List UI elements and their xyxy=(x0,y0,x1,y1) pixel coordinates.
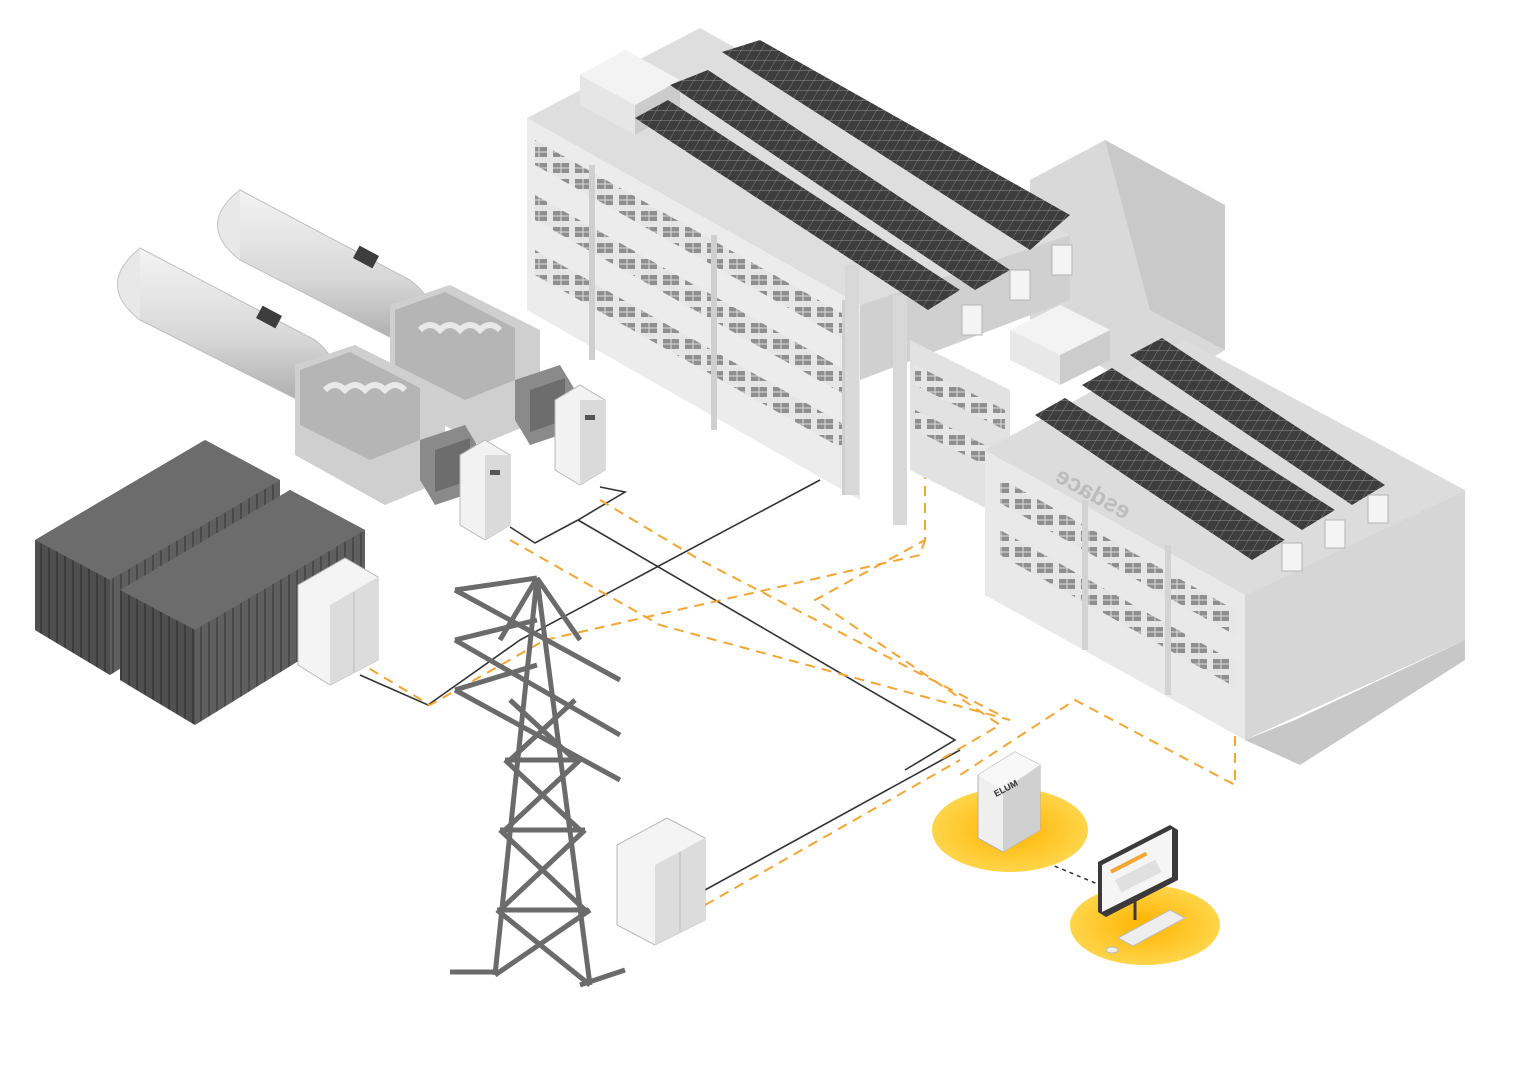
battery-container-icon xyxy=(120,490,365,725)
battery-container-icon xyxy=(35,440,280,675)
battery-storage xyxy=(35,440,379,725)
power-line-generator-1 xyxy=(509,539,1011,721)
solar-panel-icon xyxy=(635,100,960,310)
workstation xyxy=(1070,825,1220,965)
solar-panel-icon xyxy=(1035,398,1285,560)
gas-generators xyxy=(117,189,606,541)
control-line-generator-to-controller xyxy=(577,519,957,771)
power-lines xyxy=(354,350,1236,906)
control-line-storage-to-controller xyxy=(704,749,961,891)
power-line-battery xyxy=(354,639,546,707)
power-line-generator-2 xyxy=(599,499,1001,716)
connection-lines xyxy=(354,350,1236,906)
generator-cabinet xyxy=(459,439,511,541)
stair-hut xyxy=(1010,305,1110,385)
solar-panel-icon xyxy=(670,70,1010,290)
chimney xyxy=(893,295,907,525)
control-line-building xyxy=(359,479,821,706)
building: esdace xyxy=(527,28,1465,765)
computer-icon xyxy=(1098,825,1187,954)
power-line-pylon xyxy=(544,539,926,641)
solar-panel-icon xyxy=(1082,368,1335,530)
storage-cabinet xyxy=(616,817,706,946)
gas-tank-icon xyxy=(117,247,337,411)
inverters-right xyxy=(1281,494,1389,572)
power-line-storage xyxy=(704,759,961,906)
transmission-tower-icon xyxy=(450,575,626,988)
inverters-left xyxy=(961,244,1073,336)
chimney xyxy=(845,265,859,495)
solar-array-left xyxy=(635,40,1070,310)
battery-inverter-cabinet xyxy=(297,557,379,686)
controller-icon xyxy=(977,751,1041,853)
solar-array-right xyxy=(1035,338,1385,560)
solar-panel-icon xyxy=(1130,338,1385,505)
control-line-generators xyxy=(509,486,628,544)
solar-panel-icon xyxy=(722,40,1070,250)
controller: ELUM xyxy=(932,751,1088,872)
control-lines xyxy=(359,479,961,891)
generator-cabinet xyxy=(554,384,606,486)
